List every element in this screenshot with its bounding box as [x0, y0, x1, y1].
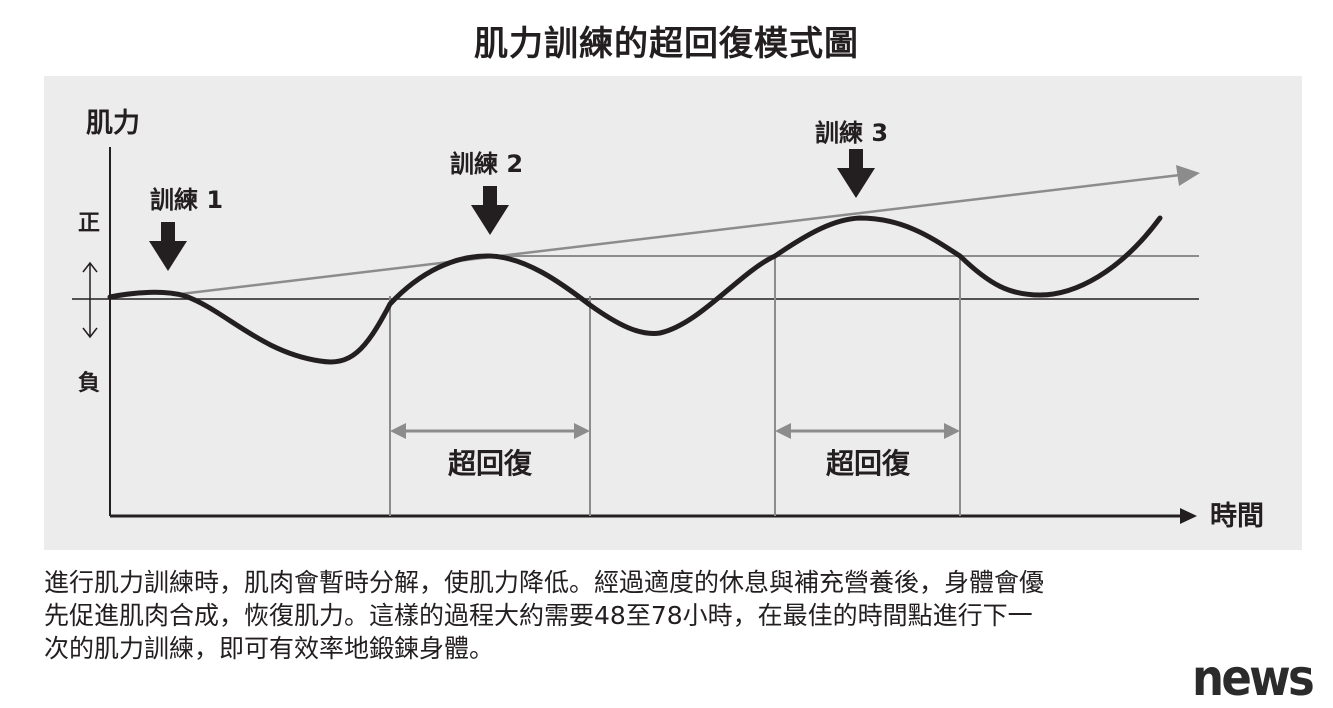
training-2-label: 訓練 2: [450, 150, 523, 178]
positive-label: 正: [78, 211, 100, 236]
news-logo: news: [1192, 649, 1315, 707]
caption: 進行肌力訓練時，肌肉會暫時分解，使肌力降低。經過適度的休息與補充營養後，身體會優…: [44, 566, 1306, 665]
training-1-down-arrow-icon: [149, 222, 187, 271]
caption-line-3: 次的肌力訓練，即可有效率地鍛鍊身體。: [44, 634, 495, 663]
y-axis-label: 肌力: [86, 108, 140, 139]
supercompensation-label-1: 超回復: [448, 447, 533, 480]
x-axis-label: 時間: [1210, 501, 1264, 532]
training-3-down-arrow-icon: [837, 149, 875, 198]
page-title: 肌力訓練的超回復模式圖: [474, 24, 859, 64]
caption-line-2: 先促進肌肉合成，恢復肌力。這樣的過程大約需要48至78小時，在最佳的時間點進行下…: [44, 601, 1033, 630]
training-1-label: 訓練 1: [150, 186, 223, 214]
up-down-arrow-icon: [82, 261, 98, 339]
strength-curve: [107, 215, 1163, 365]
x-axis-arrow-icon: [1180, 508, 1197, 524]
span-arrow-1-icon: [390, 423, 590, 439]
training-2-down-arrow-icon: [471, 186, 509, 235]
trend-arrow-head-icon: [1176, 165, 1200, 186]
supercompensation-label-2: 超回復: [826, 447, 911, 480]
training-3-label: 訓練 3: [815, 119, 888, 147]
negative-label: 負: [78, 370, 100, 396]
span-arrow-2-icon: [775, 423, 960, 439]
caption-line-1: 進行肌力訓練時，肌肉會暫時分解，使肌力降低。經過適度的休息與補充營養後，身體會優: [44, 568, 1045, 597]
trend-arrow: [171, 173, 1181, 297]
diagram-panel: [44, 76, 1302, 550]
